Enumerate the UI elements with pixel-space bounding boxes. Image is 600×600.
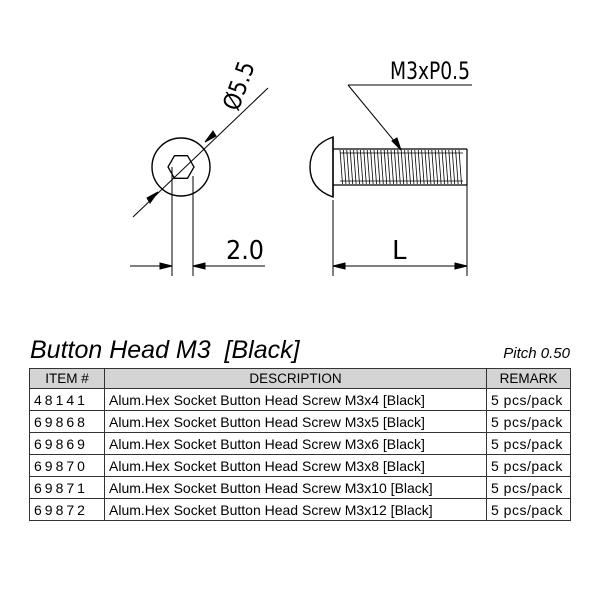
screw-head-side-view: [309, 136, 334, 198]
thread-line: [414, 149, 418, 185]
thread-line: [380, 149, 384, 185]
item-number: 48141: [29, 388, 105, 411]
item-number: 69871: [29, 476, 105, 499]
thread-line: [387, 149, 391, 185]
item-description: Alum.Hex Socket Button Head Screw M3x5 […: [104, 410, 487, 433]
thread-line: [360, 149, 364, 185]
thread-line: [383, 149, 388, 185]
pitch-label: Pitch 0.50: [503, 345, 570, 362]
thread-line: [373, 149, 377, 185]
thread-line: [448, 149, 452, 185]
item-description: Alum.Hex Socket Button Head Screw M3x10 …: [104, 476, 487, 499]
thread-line: [370, 149, 374, 185]
thread-line: [445, 149, 449, 185]
item-number: 69868: [29, 410, 105, 433]
thread-line: [434, 149, 439, 185]
item-description: Alum.Hex Socket Button Head Screw M3x12 …: [104, 498, 487, 521]
head-height-label: 2.0: [226, 236, 264, 266]
table-row: 69870 Alum.Hex Socket Button Head Screw …: [29, 454, 571, 477]
length-label: L: [392, 236, 407, 266]
table-row: 69868 Alum.Hex Socket Button Head Screw …: [29, 410, 571, 433]
header-remark: REMARK: [486, 368, 571, 389]
thread-line: [363, 149, 367, 185]
thread-line: [377, 149, 381, 185]
thread-label: M3xP0.5: [390, 57, 470, 85]
thread-line: [366, 149, 371, 185]
thread-line: [404, 149, 408, 185]
thread-line: [451, 149, 456, 185]
thread-line: [441, 149, 445, 185]
item-remark: 5 pcs/pack: [486, 388, 571, 411]
thread-line: [390, 149, 394, 185]
item-remark: 5 pcs/pack: [486, 410, 571, 433]
item-number: 69870: [29, 454, 105, 477]
thread-line: [431, 149, 435, 185]
item-remark: 5 pcs/pack: [486, 454, 571, 477]
thread-line: [458, 149, 462, 185]
thread-line: [421, 149, 425, 185]
thread-line: [394, 149, 398, 185]
item-number: 69869: [29, 432, 105, 455]
item-remark: 5 pcs/pack: [486, 498, 571, 521]
header-description: DESCRIPTION: [104, 368, 487, 389]
table-row: 69872 Alum.Hex Socket Button Head Screw …: [29, 498, 571, 521]
thread-line: [407, 149, 411, 185]
thread-line: [353, 149, 357, 185]
thread-line: [349, 149, 354, 185]
item-description: Alum.Hex Socket Button Head Screw M3x4 […: [104, 388, 487, 411]
table-row: 69869 Alum.Hex Socket Button Head Screw …: [29, 432, 571, 455]
thread-line: [397, 149, 401, 185]
thread-pattern: [339, 149, 462, 185]
thread-line: [428, 149, 432, 185]
item-number: 69872: [29, 498, 105, 521]
header-item: ITEM #: [29, 368, 105, 389]
table-row: 48141 Alum.Hex Socket Button Head Screw …: [29, 388, 571, 411]
screw-head-front-view: [151, 137, 211, 197]
spec-table: ITEM # DESCRIPTION REMARK 48141 Alum.Hex…: [29, 368, 571, 521]
table-header-row: ITEM # DESCRIPTION REMARK: [29, 368, 571, 389]
thread-line: [424, 149, 428, 185]
screw-technical-drawing: M3xP0.5 Ø5.5 2.0 L: [130, 57, 472, 276]
item-description: Alum.Hex Socket Button Head Screw M3x8 […: [104, 454, 487, 477]
thread-line: [343, 149, 347, 185]
thread-line: [400, 149, 405, 185]
diameter-label: Ø5.5: [217, 57, 260, 114]
thread-line: [455, 149, 459, 185]
thread-line: [346, 149, 350, 185]
thread-line: [356, 149, 360, 185]
table-row: 69871 Alum.Hex Socket Button Head Screw …: [29, 476, 571, 499]
item-description: Alum.Hex Socket Button Head Screw M3x6 […: [104, 432, 487, 455]
product-title: Button Head M3 [Black]: [30, 336, 300, 364]
item-remark: 5 pcs/pack: [486, 432, 571, 455]
hex-socket-icon: [167, 155, 195, 179]
thread-line: [417, 149, 422, 185]
thread-line: [438, 149, 442, 185]
thread-line: [411, 149, 415, 185]
item-remark: 5 pcs/pack: [486, 476, 571, 499]
thread-line: [339, 149, 343, 185]
